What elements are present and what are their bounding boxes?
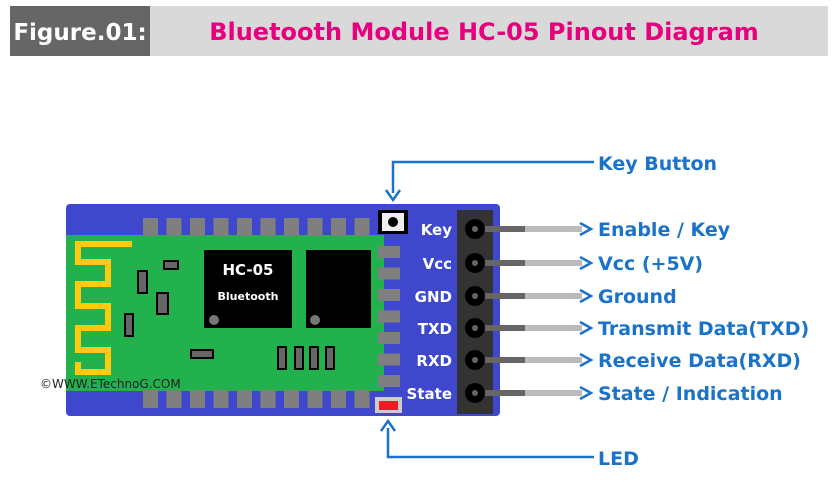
pad: [307, 390, 323, 408]
pad: [284, 218, 299, 236]
pad: [284, 390, 299, 408]
pad: [354, 390, 370, 408]
chip-subtitle: Bluetooth: [218, 290, 279, 303]
pad: [143, 390, 158, 408]
pin-label: GND: [415, 288, 452, 306]
pad: [378, 332, 400, 344]
pin-txd: TXD Transmit Data(TXD): [418, 318, 809, 340]
smd-component: [190, 349, 214, 359]
arrow-icon: [579, 288, 594, 304]
pad: [143, 218, 158, 236]
pin-label: State: [407, 385, 452, 403]
pad: [354, 218, 370, 236]
smd-component: [163, 260, 179, 270]
pin-vcc: Vcc Vcc (+5V): [423, 253, 703, 275]
pad: [378, 375, 400, 387]
figure-label-box: [10, 6, 150, 56]
figure-label: Figure.01:: [13, 20, 146, 46]
pad: [213, 218, 229, 236]
pad: [213, 390, 229, 408]
smd-component: [137, 270, 148, 294]
pin-label: RXD: [416, 352, 452, 370]
button-icon: [388, 217, 398, 227]
pad: [378, 353, 400, 366]
arrow-icon: [579, 352, 594, 368]
pin-label: Key: [421, 221, 453, 239]
key-button-label: Key Button: [598, 153, 717, 175]
pin-description: Vcc (+5V): [598, 253, 703, 275]
pin-key: Key Enable / Key: [421, 219, 731, 241]
pad: [237, 390, 252, 408]
pin-description: State / Indication: [598, 383, 783, 405]
arrow-icon: [579, 320, 594, 336]
chip-dot: [310, 315, 320, 325]
pad: [190, 390, 205, 408]
smd-component: [156, 292, 169, 315]
chip-name: HC-05: [222, 261, 273, 279]
pad: [378, 289, 400, 301]
antenna: [75, 241, 132, 375]
pin-label: Vcc: [423, 255, 452, 273]
arrow-icon: [579, 221, 594, 237]
pin-header: [457, 210, 493, 414]
pad: [331, 390, 346, 408]
pad: [260, 390, 276, 408]
key-button-callout: [379, 160, 594, 459]
pin-state: State State / Indication: [407, 383, 783, 405]
pad: [307, 218, 323, 236]
pin-description: Ground: [598, 286, 677, 308]
smd-component: [124, 313, 134, 337]
pad: [237, 218, 252, 236]
resistor-array: [277, 346, 335, 370]
pad: [166, 218, 182, 236]
pin-label: TXD: [418, 320, 452, 338]
pad: [260, 218, 276, 236]
main-chip: [204, 250, 292, 328]
pin-description: Transmit Data(TXD): [598, 318, 809, 340]
pad: [331, 218, 346, 236]
pin-description: Enable / Key: [598, 219, 731, 241]
pin-rxd: RXD Receive Data(RXD): [416, 350, 801, 372]
led-label: LED: [598, 448, 639, 470]
pad: [378, 310, 400, 323]
pad: [378, 246, 400, 258]
pin-description: Receive Data(RXD): [598, 350, 801, 372]
chip-dot: [209, 315, 219, 325]
pad: [378, 267, 400, 280]
watermark: ©WWW.ETechnoG.COM: [40, 377, 181, 391]
pad: [166, 390, 182, 408]
title: Bluetooth Module HC-05 Pinout Diagram: [209, 18, 759, 46]
pin-gnd: GND Ground: [415, 286, 677, 308]
pads: [143, 218, 400, 408]
flash-chip: [306, 250, 371, 328]
arrow-icon: [579, 385, 594, 401]
arrow-icon: [579, 255, 594, 271]
pad: [190, 218, 205, 236]
